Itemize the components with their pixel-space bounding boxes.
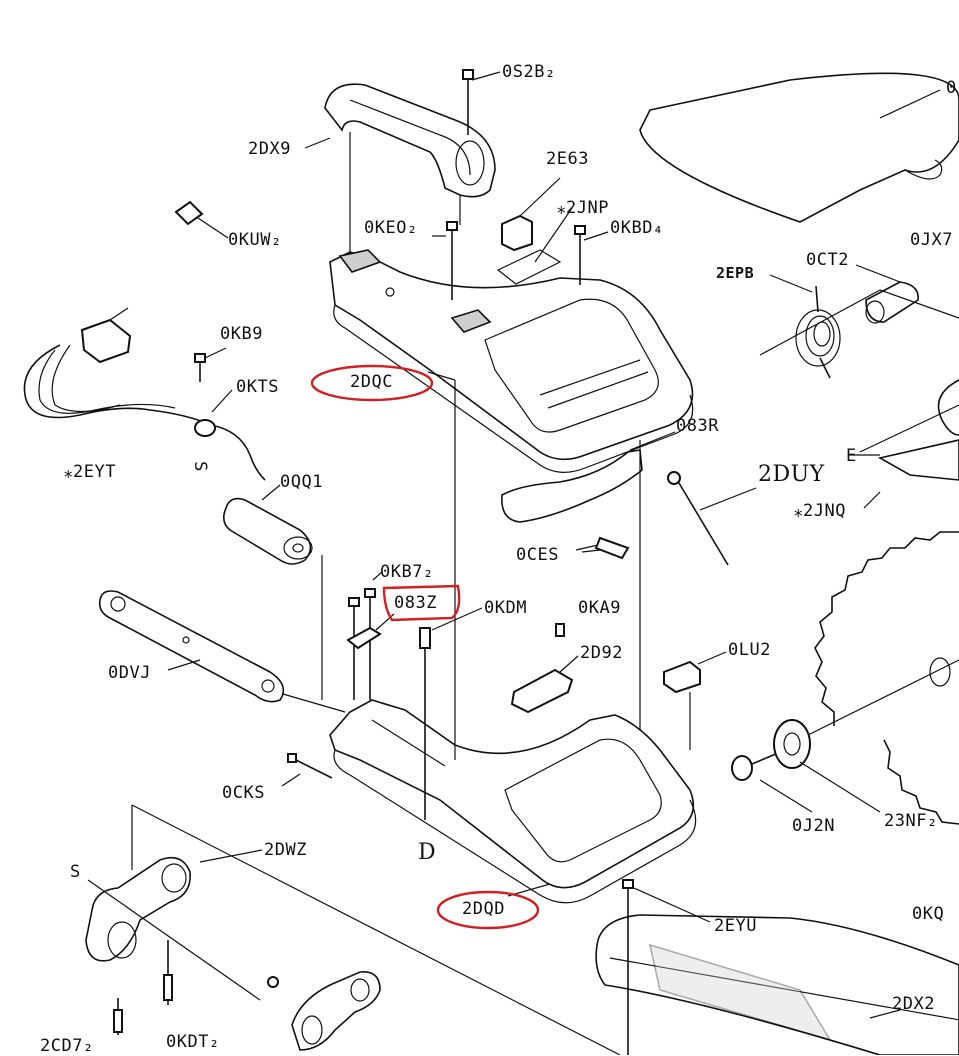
label-0DVJ: 0DVJ: [108, 663, 151, 683]
label-2D92: 2D92: [580, 643, 623, 663]
label-S-cord: S: [189, 461, 210, 472]
screw-icon: [555, 623, 565, 637]
bracket-drawing: [501, 431, 757, 566]
label-0JX7: 0JX7: [910, 230, 953, 250]
label-E: E: [846, 446, 857, 466]
label-0CKS: 0CKS: [222, 783, 265, 803]
clamp-drawing: [85, 804, 621, 1055]
label-2CD72: 2CD7₂: [40, 1036, 94, 1056]
label-23NF2: 23NF₂: [884, 811, 938, 831]
label-0QQ1: 0QQ1: [280, 472, 323, 492]
screw-icon: [348, 571, 383, 700]
screw-icon: [174, 200, 229, 239]
highlight-083Z: [382, 584, 461, 622]
screw-icon: [462, 69, 501, 135]
label-083Z: 083Z: [394, 593, 437, 613]
screw-icon: [574, 225, 609, 285]
clip-icon: [346, 613, 395, 650]
highlight-2DQC: [310, 364, 434, 402]
handle-drawing: [324, 83, 496, 255]
roller-icon: [222, 484, 323, 700]
label-top-right-cut: 0: [946, 78, 957, 98]
bracket-drawing: [267, 971, 381, 1051]
upper-housing-drawing: [329, 249, 694, 473]
label-0KDT2: 0KDT₂: [166, 1032, 220, 1052]
switch-box-icon: [663, 651, 727, 750]
screw-icon: [194, 353, 206, 382]
label-0KBD4: 0KBD₄: [610, 218, 664, 238]
spring-icon: [769, 274, 841, 379]
switch-box-icon: [510, 655, 579, 714]
label-S-clamp: S: [70, 862, 81, 882]
partial-plate: [877, 439, 959, 481]
label-2DX2: 2DX2: [892, 994, 935, 1014]
label-0KQ: 0KQ: [912, 904, 945, 924]
label-0CT2: 0CT2: [806, 250, 849, 270]
switch-box-icon: [496, 177, 573, 285]
power-cord-icon: [23, 307, 266, 481]
label-0KB9: 0KB9: [220, 324, 263, 344]
label-0KB72: 0KB7₂: [380, 562, 434, 582]
label-2EPB: 2EPB: [716, 264, 755, 282]
label-2DUY: 2DUY: [758, 462, 825, 487]
label-0CES: 0CES: [516, 545, 559, 565]
label-0KDM: 0KDM: [484, 598, 527, 618]
label-0LU2: 0LU2: [728, 640, 771, 660]
label-0S2B2: 0S2B₂: [502, 62, 556, 82]
nameplate-drawing: [595, 914, 959, 1055]
label-2JNQ: ⁎2JNQ: [794, 501, 846, 521]
spring-plate: [759, 289, 959, 356]
label-0KUW2: 0KUW₂: [228, 230, 282, 250]
label-2EYU: 2EYU: [714, 916, 757, 936]
label-083R: 083R: [676, 416, 719, 436]
label-2DQD: 2DQD: [462, 899, 505, 919]
pin-icon: [281, 753, 333, 787]
partial-gear: [937, 379, 959, 436]
highlight-2DQD: [436, 890, 540, 930]
label-2EYT: ⁎2EYT: [64, 462, 116, 482]
label-2DX9: 2DX9: [248, 139, 291, 159]
linkage-arm-drawing: [98, 590, 346, 713]
label-0KTS: 0KTS: [236, 377, 279, 397]
label-2E63: 2E63: [546, 149, 589, 169]
cover-plate-drawing: [639, 72, 959, 223]
base-housing-drawing: [329, 380, 697, 904]
label-2DQC: 2DQC: [350, 372, 393, 392]
label-0J2N: 0J2N: [792, 816, 835, 836]
label-2JNP: ⁎2JNP: [557, 198, 609, 218]
label-D: D: [418, 840, 437, 865]
label-0KA9: 0KA9: [578, 598, 621, 618]
label-2DWZ: 2DWZ: [264, 840, 307, 860]
saw-blade-icon: [814, 531, 959, 825]
roller-icon: [855, 264, 919, 324]
washer-icon: [731, 659, 959, 813]
pin-icon: [419, 607, 483, 820]
screw-icon: [446, 221, 458, 300]
label-0KEO2: 0KEO₂: [364, 218, 418, 238]
